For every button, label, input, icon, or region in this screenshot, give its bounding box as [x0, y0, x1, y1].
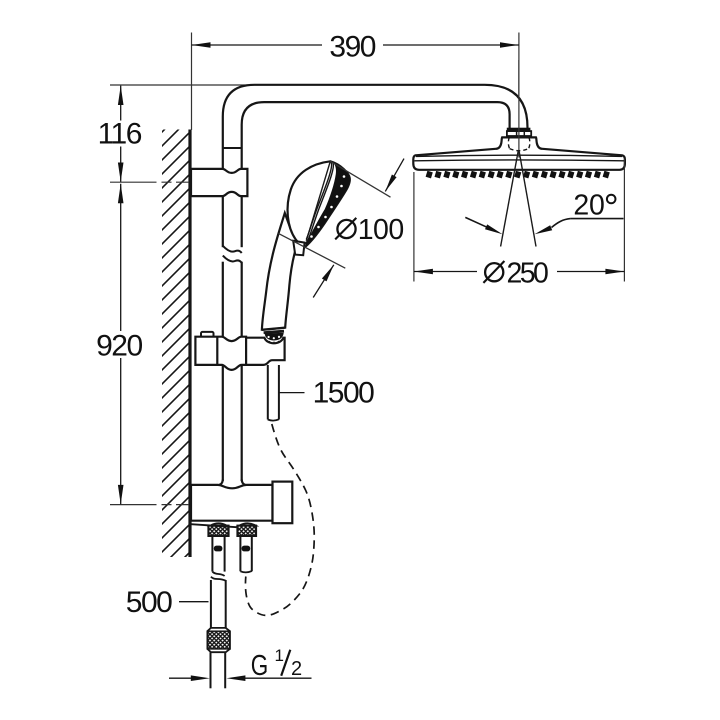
svg-text:1: 1	[275, 646, 284, 665]
svg-text:116: 116	[98, 118, 142, 151]
svg-text:1500: 1500	[313, 377, 375, 410]
svg-text:20: 20	[573, 189, 604, 221]
svg-text:390: 390	[329, 30, 375, 63]
svg-text:920: 920	[96, 330, 142, 363]
svg-text:G: G	[251, 650, 269, 682]
svg-text:100: 100	[358, 214, 404, 246]
svg-text:2: 2	[291, 658, 302, 680]
svg-text:500: 500	[126, 586, 172, 619]
svg-text:250: 250	[507, 257, 549, 289]
